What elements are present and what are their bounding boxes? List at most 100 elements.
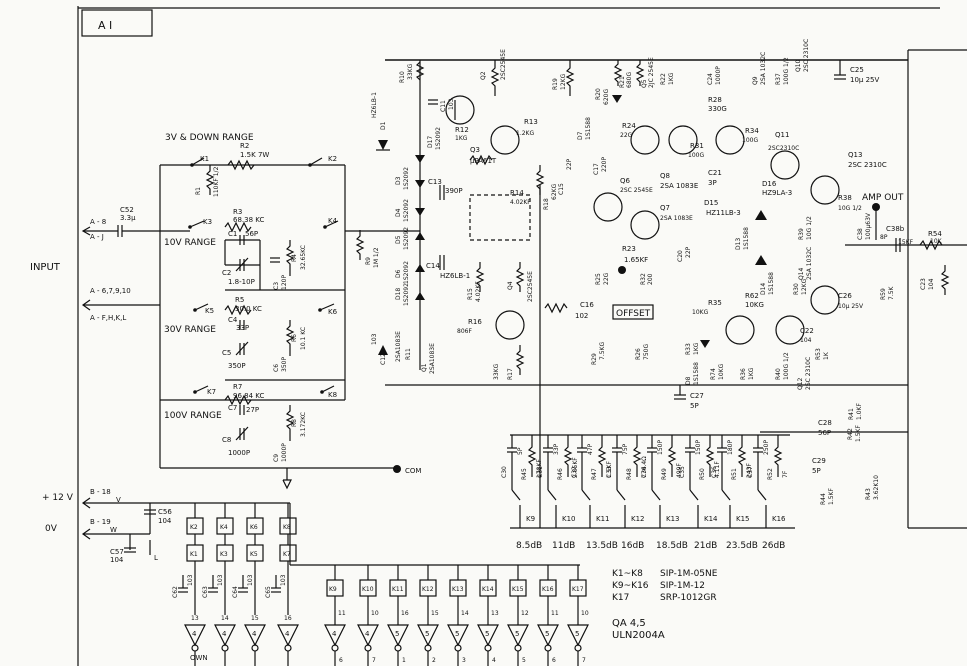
gain-cap-value: 5P	[517, 447, 524, 455]
gain-db-label: 16dB	[621, 541, 644, 551]
svg-text:12KG: 12KG	[560, 73, 567, 90]
svg-text:R25: R25	[595, 273, 602, 285]
svg-text:C4: C4	[228, 316, 238, 324]
relay-coil-label: K4	[220, 524, 228, 531]
buffer-num: 4	[222, 630, 227, 638]
svg-text:C16: C16	[580, 301, 594, 309]
svg-text:110KF 1/2: 110KF 1/2	[213, 166, 220, 197]
svg-text:C26: C26	[838, 292, 852, 300]
svg-text:R40: R40	[775, 368, 782, 380]
driver-cap-label: C63	[202, 586, 209, 598]
svg-text:15KF: 15KF	[898, 239, 914, 246]
gain-cap-value: 180P	[727, 440, 734, 455]
svg-text:C6: C6	[273, 364, 280, 372]
buffer-out-pin: 1	[402, 657, 406, 664]
pin-aj: A - J	[90, 233, 104, 241]
gain-cap-label: C34	[641, 466, 648, 478]
driver-buffer	[277, 624, 299, 647]
buffer-pin: 13	[491, 610, 499, 617]
svg-text:C38: C38	[857, 228, 864, 240]
svg-text:R3: R3	[233, 208, 242, 216]
gain-cap-value: 150P	[695, 440, 702, 455]
pin-a67: A - 6,7,9,10	[90, 287, 131, 295]
svg-text:R1: R1	[195, 187, 202, 195]
svg-text:C24: C24	[707, 73, 714, 85]
svg-text:56P: 56P	[818, 429, 831, 437]
driver-buffer	[357, 624, 379, 647]
svg-text:W: W	[110, 526, 117, 534]
svg-text:R34: R34	[745, 127, 759, 135]
relay-coil-label: K5	[250, 551, 258, 558]
svg-text:R19: R19	[552, 78, 559, 90]
svg-text:C12: C12	[380, 353, 387, 365]
driver-cap-value: 103	[217, 574, 224, 586]
svg-text:32.65KC: 32.65KC	[300, 245, 307, 270]
buffer-out-pin: 4	[492, 657, 496, 664]
svg-text:D18: D18	[395, 288, 402, 300]
svg-text:C1: C1	[228, 230, 237, 238]
gain-res-label: R52	[767, 468, 774, 480]
svg-text:806F: 806F	[457, 328, 472, 335]
svg-text:C56: C56	[158, 508, 172, 516]
buffer-pin: 11	[551, 610, 559, 617]
svg-text:10KG: 10KG	[692, 309, 709, 316]
svg-text:D3: D3	[395, 176, 402, 185]
relay-coil-label: K10	[362, 586, 374, 593]
buffer-num: 4	[252, 630, 257, 638]
gain-db-label: 11dB	[552, 541, 575, 551]
svg-text:2SA 1032C: 2SA 1032C	[760, 52, 767, 85]
driver-buffer	[214, 624, 236, 647]
diode-stack: D17 1S2092 D3 1S2092 D4 1S2092 D5 1S2092…	[395, 127, 442, 306]
svg-text:R5: R5	[235, 296, 244, 304]
svg-text:2SC 2310C: 2SC 2310C	[805, 357, 812, 390]
buffer-pin: 15	[251, 615, 259, 622]
svg-text:K5: K5	[205, 307, 214, 315]
driver-cap-value: 103	[280, 574, 287, 586]
svg-text:C21: C21	[708, 169, 722, 177]
svg-text:1S2092: 1S2092	[403, 261, 410, 284]
gain-relay-label: K12	[631, 515, 645, 523]
svg-text:R28: R28	[708, 96, 722, 104]
svg-text:3.62K10: 3.62K10	[873, 475, 880, 500]
driver-cap-label: C65	[265, 586, 272, 598]
svg-text:K1: K1	[200, 155, 209, 163]
gain-relay-label: K16	[772, 515, 786, 523]
svg-text:D8: D8	[685, 376, 692, 385]
gain-resistor	[737, 435, 747, 477]
svg-text:Q11: Q11	[775, 131, 789, 139]
relay-contact	[721, 489, 731, 501]
svg-text:390P: 390P	[445, 187, 463, 195]
svg-text:Q5: Q5	[641, 79, 648, 88]
driver-buffer	[447, 624, 469, 647]
svg-text:2SA 1083E: 2SA 1083E	[660, 182, 698, 190]
driver-cap-value: 103	[247, 574, 254, 586]
relay-coil-label: K15	[512, 586, 524, 593]
svg-text:R23: R23	[622, 245, 636, 253]
svg-text:R13: R13	[524, 118, 538, 126]
gain-db-label: 13.5dB	[586, 541, 618, 551]
svg-text:104: 104	[158, 517, 172, 525]
svg-text:R74: R74	[710, 368, 717, 380]
relay-contact	[581, 489, 591, 501]
buffer-out-pin: 6	[552, 657, 556, 664]
buffer-pin: 14	[461, 610, 469, 617]
svg-text:2SC 2310C: 2SC 2310C	[848, 161, 887, 169]
driver-buffer	[537, 624, 559, 647]
svg-text:2SA1083E: 2SA1083E	[395, 331, 402, 362]
svg-text:R36: R36	[740, 368, 747, 380]
svg-text:R26: R26	[635, 348, 642, 360]
svg-text:C9: C9	[273, 454, 280, 462]
svg-text:10μ 25V: 10μ 25V	[850, 76, 879, 84]
svg-text:680G: 680G	[626, 72, 633, 88]
buffer-num: 5	[455, 630, 459, 638]
svg-text:22P: 22P	[566, 158, 573, 170]
svg-text:104: 104	[800, 337, 812, 344]
buffer-num: 4	[332, 630, 337, 638]
svg-text:104: 104	[928, 278, 935, 290]
svg-text:C15: C15	[558, 183, 565, 195]
range-10v: 10V RANGE	[164, 238, 216, 248]
svg-text:5P: 5P	[812, 467, 821, 475]
buffer-pin: 10	[581, 610, 589, 617]
